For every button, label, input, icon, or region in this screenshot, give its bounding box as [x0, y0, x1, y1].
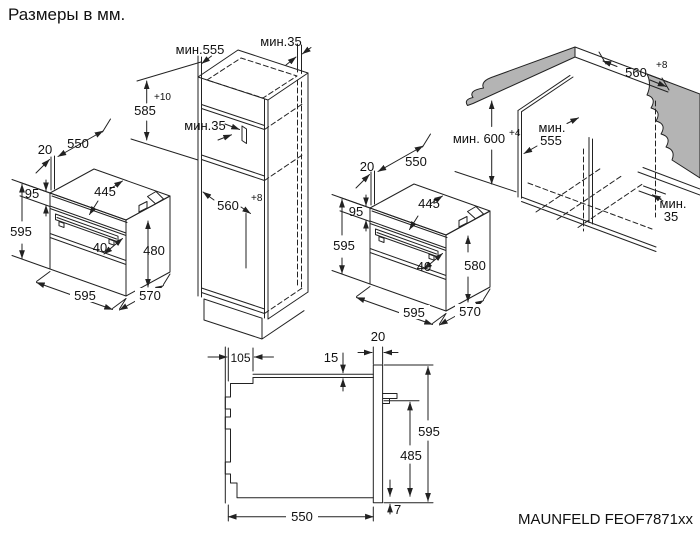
dim-niche-min-label2: мин.: [660, 196, 687, 211]
section-dimensions: [207, 346, 434, 522]
dim-oven2-gap20: 20: [360, 159, 374, 174]
left-oven-dimensions: [11, 118, 171, 311]
dim-niche-min600-tol: +4: [509, 128, 521, 139]
tall-cabinet-dimensions: [130, 46, 312, 214]
niche-dimensions: [454, 51, 670, 202]
dim-niche-35: 35: [664, 209, 678, 224]
dim-sec-550: 550: [291, 509, 313, 524]
countertop-right: [646, 73, 700, 179]
dim-oven1-gap20: 20: [38, 142, 52, 157]
dim-cab-min35-top: мин.35: [260, 34, 301, 49]
model-label: MAUNFELD FEOF7871xx: [517, 511, 693, 528]
dim-cab-560: 560: [217, 198, 239, 213]
dim-niche-560-tol: +8: [656, 60, 668, 71]
dim-sec-7: 7: [394, 502, 401, 517]
dim-niche-555: 555: [540, 133, 562, 148]
dim-niche-min-label: мин.: [539, 120, 566, 135]
dim-cab-585: 585: [134, 103, 156, 118]
figure-oven-undercounter: 20 550 95 595 445 40 580 595 570 560 +8 …: [331, 46, 700, 326]
dim-oven1-panel95: 95: [25, 186, 39, 201]
dim-oven2-height595: 595: [333, 238, 355, 253]
dim-sec-485: 485: [400, 448, 422, 463]
dim-niche-min600: мин. 600: [453, 131, 505, 146]
dim-cab-min35-mid: мин.35: [184, 118, 225, 133]
dim-niche-560: 560: [625, 65, 647, 80]
dim-cab-585-tol: +10: [154, 92, 171, 103]
tall-cabinet: [197, 43, 309, 340]
dim-oven2-cavity580: 580: [464, 258, 486, 273]
dim-oven1-handle40: 40: [93, 240, 107, 255]
dim-oven2-handle40: 40: [417, 259, 431, 274]
figure-oven-tall-cabinet: 20 550 95 595 445 40 480 595 570 мин.555…: [10, 34, 312, 340]
dim-oven1-depth570: 570: [139, 288, 161, 303]
undercounter-niche: [454, 46, 700, 252]
dim-oven1-top445: 445: [94, 184, 116, 199]
dim-oven1-cavity480: 480: [143, 243, 165, 258]
dim-sec-20: 20: [371, 329, 385, 344]
dim-oven1-depth550: 550: [67, 136, 89, 151]
countertop-left: [465, 46, 576, 106]
page-title: Размеры в мм.: [8, 5, 126, 24]
dim-cab-560-tol: +8: [251, 193, 263, 204]
dim-sec-595: 595: [418, 424, 440, 439]
dim-oven2-depth550: 550: [405, 154, 427, 169]
dim-sec-15: 15: [324, 350, 338, 365]
dim-cab-min555: мин.555: [176, 42, 225, 57]
figure-side-section: 105 15 20 595 485 7 550: [207, 329, 440, 524]
dim-oven1-height595: 595: [10, 224, 32, 239]
dim-oven2-top445: 445: [418, 196, 440, 211]
section-outline: [224, 346, 398, 504]
dim-sec-105: 105: [230, 351, 250, 365]
dim-oven2-panel95: 95: [349, 204, 363, 219]
dim-oven2-width595: 595: [403, 305, 425, 320]
dim-oven1-width595: 595: [74, 288, 96, 303]
dim-oven2-depth570: 570: [459, 304, 481, 319]
